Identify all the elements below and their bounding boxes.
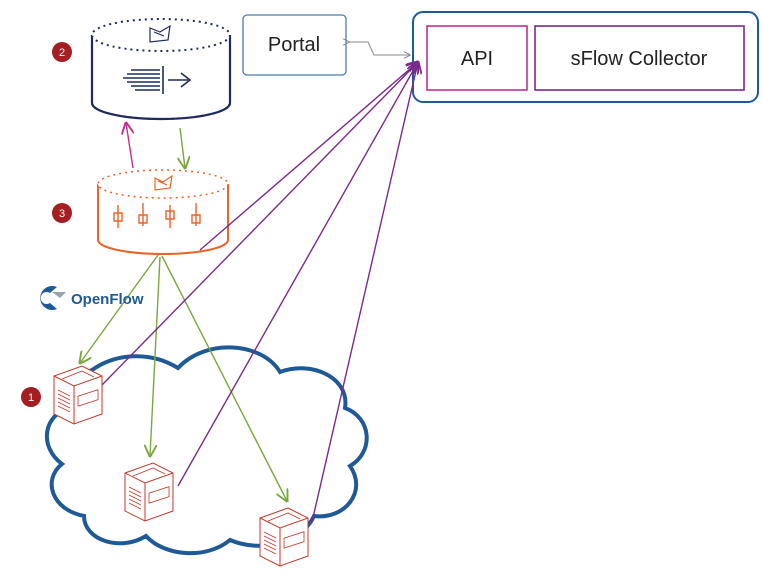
svg-text:1: 1 <box>28 392 34 404</box>
sflow-arrow-switch-2 <box>177 62 418 487</box>
sflow-arrow-app <box>199 62 418 251</box>
openflow-arrow-switch-3 <box>161 255 287 501</box>
network-switch-icon[interactable] <box>53 365 103 425</box>
api-box[interactable] <box>426 25 528 91</box>
portal-label: Portal <box>268 34 320 56</box>
controller-to-app-arrow <box>180 127 185 168</box>
network-switch-icon[interactable] <box>259 507 309 567</box>
controller-cylinder-icon[interactable] <box>90 18 232 121</box>
app-cylinder-icon[interactable] <box>97 169 229 255</box>
sflow-collector-label: sFlow Collector <box>571 48 708 70</box>
openflow-arrow-switch-2 <box>150 256 161 456</box>
sflow-arrow-switch-3 <box>311 62 418 523</box>
network-switch-icon[interactable] <box>124 462 174 522</box>
badge-controller: 2 <box>52 42 72 62</box>
svg-text:3: 3 <box>59 208 65 220</box>
openflow-logo-icon: OpenFlow <box>40 285 144 311</box>
svg-text:2: 2 <box>59 47 65 59</box>
api-label: API <box>461 48 493 70</box>
portal-api-link <box>349 42 410 55</box>
badge-app: 3 <box>52 203 72 223</box>
openflow-arrow-switch-1 <box>80 254 159 363</box>
sflow-collector-box[interactable] <box>534 25 745 91</box>
app-to-controller-arrow <box>126 123 133 169</box>
sflow-arrow-switch-1 <box>101 62 418 386</box>
openflow-label: OpenFlow <box>71 291 144 308</box>
badge-switches: 1 <box>21 387 41 407</box>
